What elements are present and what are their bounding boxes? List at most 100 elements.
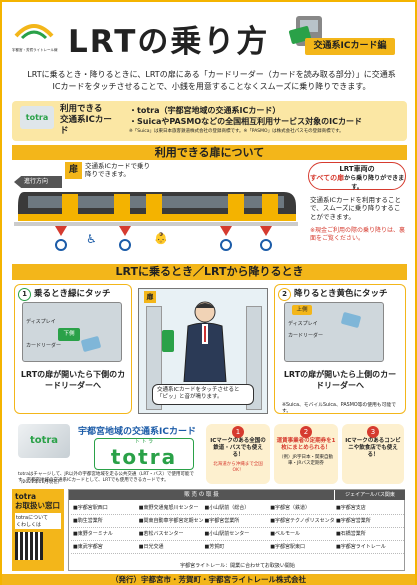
counter-cell: ■関東自動車宇都宮定期センター xyxy=(138,518,203,524)
totra-card-logo: totra xyxy=(29,435,59,446)
counters-table-title: 販 売 の 取 扱 xyxy=(69,490,334,500)
side-body: 交通系ICカードを利用することで、スムーズに乗り降りすることができます。 xyxy=(310,196,401,221)
counter-cell: ■石橋営業所 xyxy=(336,531,366,537)
counter-cell: ■宇都宮テクノポリスセンター xyxy=(270,518,334,524)
direction-arrow: 進行方向 xyxy=(14,176,62,188)
door-marker-4 xyxy=(260,226,272,236)
feature2-sub: （例）JR宇日本・関東自動車・JRバス定期券 xyxy=(279,455,333,467)
side-title-emph: すべての扉 xyxy=(309,173,345,182)
totra-desc: totraはチャージして、JR以外の宇都宮地域を走る公共交通（LRT・バス）で使… xyxy=(18,472,194,483)
totra-mini-card: totra xyxy=(20,106,54,129)
totra-logo-ruby: ト ト ラ xyxy=(134,439,154,445)
train-illustration xyxy=(14,188,298,226)
direction-label: 進行方向 xyxy=(24,178,49,185)
feature1-text: ICマークのある全国の鉄道・バスでも使える！ xyxy=(210,438,266,459)
door-desc: 交通系ICカードで乗り降りできます。 xyxy=(85,162,150,179)
feature2-number: 2 xyxy=(300,426,312,438)
step2-reader-top: 上側 xyxy=(292,305,312,315)
counters-sub: totraについて くわしくは xyxy=(15,513,61,529)
door-target-3 xyxy=(220,239,232,251)
logo-caption: 宇都宮・芳賀ライトレール線 xyxy=(12,48,58,52)
step1-reader-bottom: 下側 xyxy=(58,328,80,341)
totra-logo-box: ト ト ラ totra xyxy=(94,438,194,470)
feature1-number: 1 xyxy=(232,426,244,438)
step1-number: 1 xyxy=(18,288,31,301)
step2-note: ※Suica、モバイルSuica、PASMO等の使用も可能です。 xyxy=(282,403,396,414)
boarding-heading-text: LRTに乗るとき／LRTから降りるとき xyxy=(115,265,304,278)
center-caption: 交通系ICカードをタッチさせると「ピッ」と音が鳴ります。 xyxy=(152,384,254,405)
counter-cell: ■宇都宮駅東口 xyxy=(270,544,305,550)
counters-rows: ■宇都宮駅西口 ■東野交通鬼怒川センター ■小山駅前（総合） ■宇都宮（鉄道） ■宇都宮… xyxy=(71,502,404,554)
side-title-rest: から乗り降りができます。 xyxy=(344,174,405,191)
feature3-number: 3 xyxy=(367,426,379,438)
passenger-illustration xyxy=(178,300,232,383)
door-target-4 xyxy=(260,239,272,251)
publisher-text: （発行）宇都宮市・芳賀町・宇都宮ライトレール株式会社 xyxy=(111,575,306,584)
counter-cell: ■宇都宮営業所 xyxy=(336,518,371,524)
step1-title: 乗るとき緑にタッチ xyxy=(34,289,111,299)
side-note: ※現金ご利用の際の乗り降りは、裏面をご覧ください。 xyxy=(310,227,406,242)
totra-logo-text: totra xyxy=(110,445,178,469)
step2-display: ディスプレイ xyxy=(288,321,318,327)
counter-cell: ■宇都宮支店 xyxy=(336,505,366,511)
counter-cell: ■宇都宮（鉄道） xyxy=(270,505,310,511)
counter-row: ■東野ターミナル■若松バスセンター■小山駅前センター■ベルモール■石橋営業所 xyxy=(71,528,404,541)
center-card-reader xyxy=(162,330,174,352)
doors-heading-text: 利用できる扉について xyxy=(154,146,265,159)
counter-row: ■駒生営業所■関東自動車宇都宮定期センター■宇都宮営業所■宇都宮テクノポリスセン… xyxy=(71,515,404,528)
totra-feature-2: 2 運賃事業者の定期券を1枚にまとめられる！ （例）JR宇日本・関東自動車・JR… xyxy=(274,424,338,484)
door-label-badge: 扉 xyxy=(65,162,82,179)
door-marker-1 xyxy=(55,226,67,236)
publisher-bar: （発行）宇都宮市・芳賀町・宇都宮ライトレール株式会社 xyxy=(2,574,415,585)
counter-cell: ■東野交通鬼怒川センター xyxy=(138,505,199,511)
usable-cards-box xyxy=(12,101,407,141)
side-title: LRT車両の xyxy=(339,165,375,173)
counter-cell: ■宇都宮駅西口 xyxy=(73,505,108,511)
counter-cell: ■宇都宮営業所 xyxy=(204,518,240,524)
door-marker-2 xyxy=(119,226,131,236)
subtitle-badge: 交通系ICカード編 xyxy=(305,38,395,55)
counters-table: 販 売 の 取 扱 ジェイアールバス関東 ■宇都宮駅西口 ■東野交通鬼怒川センター… xyxy=(68,489,405,571)
qr-code-icon xyxy=(15,532,43,560)
trademark-note: ※「Suica」は東日本旅客鉄道株式会社の登録商標です。※「PASMO」は株式会… xyxy=(129,129,344,134)
counter-cell: ■小山駅前センター xyxy=(204,531,250,537)
counter-cell: ■ベルモール xyxy=(270,531,300,537)
counter-cell: ■東武宇都宮 xyxy=(73,544,103,550)
step2-caption: LRTの扉が開いたら上側のカードリーダーへ xyxy=(283,370,397,390)
counters-title: totra お取扱い窓口 xyxy=(15,492,60,510)
lrt-logo-icon xyxy=(14,24,54,40)
counter-cell: ■東野ターミナル xyxy=(73,531,113,537)
card-item-totra: ・totra（宇都宮地域の交通系ICカード） xyxy=(129,106,281,115)
counter-cell: ■小山駅前（総合） xyxy=(204,505,250,511)
page-title: LRTの乗り方 xyxy=(68,24,270,60)
counters-right-title: ジェイアールバス関東 xyxy=(335,490,405,500)
totra-card-image: totra xyxy=(18,424,70,458)
intro-text: LRTに乗るとき・降りるときに、LRTの扉にある「カードリーダー（カードを読み取… xyxy=(27,70,396,92)
stroller-icon: 👶 xyxy=(154,232,168,245)
side-title-badge: LRT車両の すべての扉から乗り降りができます。 xyxy=(308,162,406,191)
boarding-heading: LRTに乗るとき／LRTから降りるとき xyxy=(12,264,407,280)
wheelchair-icon: ♿ xyxy=(86,232,97,246)
card-item-suica: ・SuicaやPASMOなどの全国相互利用サービス対象のICカード xyxy=(129,117,363,126)
counter-cell: ■駒生営業所 xyxy=(73,518,103,524)
step1-display: ディスプレイ xyxy=(26,319,56,325)
door-target-2 xyxy=(119,239,131,251)
counters-footer: 宇都宮ライトレール：開業に合わせてお取扱い開始 xyxy=(180,563,295,569)
feature2-text: 運賃事業者の定期券を1枚にまとめられる！ xyxy=(276,438,336,452)
step2-reader-label: カードリーダー xyxy=(288,333,324,339)
step1-caption: LRTの扉が開いたら下側のカードリーダーへ xyxy=(20,370,126,390)
counter-cell: ■日光交通 xyxy=(138,544,164,550)
center-door-sign: 扉 xyxy=(144,291,156,303)
step2-title: 降りるとき黄色にタッチ xyxy=(294,289,388,299)
feature3-text: ICマークのあるコンビニや飲食店でも使える！ xyxy=(345,438,401,459)
counters-label-box: totra お取扱い窓口 totraについて くわしくは xyxy=(12,489,64,571)
door-target-1 xyxy=(55,239,67,251)
counter-row: ■東武宇都宮■日光交通■芳賀町■宇都宮駅東口■宇都宮ライトレール xyxy=(71,541,404,554)
logo: 宇都宮・芳賀ライトレール線 xyxy=(12,14,58,52)
step2-number: 2 xyxy=(278,288,291,301)
feature1-sub: 北海道から沖縄まで全国OK！ xyxy=(213,462,263,474)
door-marker-3 xyxy=(220,226,232,236)
